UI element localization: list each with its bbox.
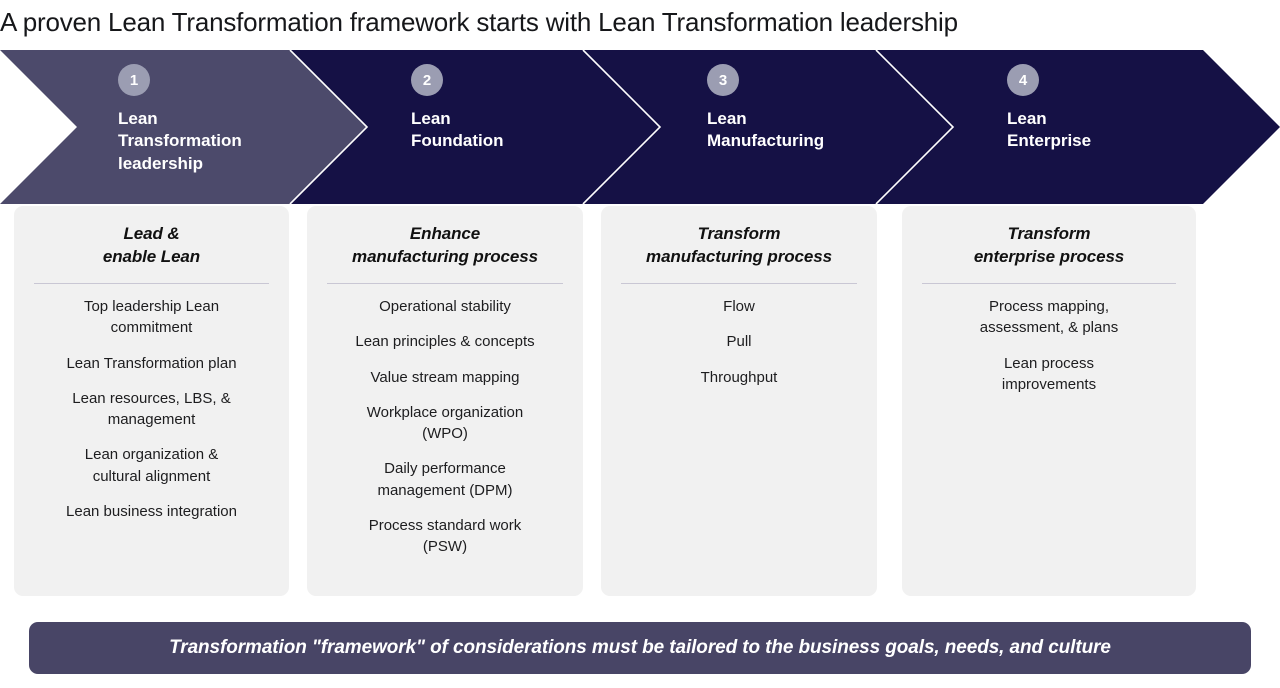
- card-item: Top leadership Lean commitment: [83, 297, 220, 337]
- card-divider-2: [327, 282, 563, 284]
- card-item: Throughput: [700, 368, 778, 386]
- card-item: Process mapping, assessment, & plans: [979, 297, 1119, 337]
- card-item: Lean principles & concepts: [355, 333, 535, 351]
- card-items-4: Process mapping, assessment, & plans Lea…: [914, 296, 1184, 395]
- stage-card-3[interactable]: Transform manufacturing process Flow Pul…: [601, 206, 877, 596]
- stage-badge-3: 3: [707, 64, 739, 96]
- card-item: Lean Transformation plan: [66, 354, 237, 372]
- card-items-1: Top leadership Lean commitment Lean Tran…: [26, 296, 277, 522]
- page-title: A proven Lean Transformation framework s…: [0, 6, 958, 37]
- card-heading-1: Lead & enable Lean: [102, 224, 201, 267]
- stage-badge-1: 1: [118, 64, 150, 96]
- chevron-divider-3: [875, 50, 955, 204]
- card-item: Flow: [723, 297, 755, 315]
- stage-name-4: Lean Enterprise: [1007, 109, 1092, 151]
- card-divider-1: [34, 282, 269, 284]
- footer-callout-banner: Transformation "framework" of considerat…: [29, 622, 1251, 674]
- card-item: Lean organization & cultural alignment: [84, 446, 219, 485]
- stage-badge-2: 2: [411, 64, 443, 96]
- card-divider-3: [621, 282, 857, 284]
- card-divider-4: [922, 282, 1176, 284]
- card-heading-4: Transform enterprise process: [973, 224, 1125, 267]
- stage-name-3: Lean Manufacturing: [707, 109, 825, 151]
- stage-name-1: Lean Transformation leadership: [118, 109, 242, 173]
- card-item: Lean process improvements: [1001, 354, 1097, 393]
- card-item: Daily performance management (DPM): [377, 460, 513, 499]
- card-heading-2: Enhance manufacturing process: [352, 224, 538, 267]
- card-item: Lean resources, LBS, & management: [72, 389, 231, 429]
- card-item: Workplace organization (WPO): [366, 403, 524, 443]
- card-heading-3: Transform manufacturing process: [646, 224, 832, 267]
- card-item: Pull: [726, 333, 752, 351]
- stage-name-2: Lean Foundation: [411, 109, 504, 151]
- stage-chevron-banner: 1 Lean Transformation leadership 2 Lean …: [0, 50, 1280, 204]
- footer-callout-text: Transformation "framework" of considerat…: [169, 637, 1111, 658]
- card-item: Lean business integration: [66, 502, 237, 520]
- card-item: Operational stability: [379, 297, 511, 315]
- chevron-stage-1[interactable]: [0, 50, 367, 204]
- card-item: Value stream mapping: [370, 368, 520, 386]
- stage-card-4[interactable]: Transform enterprise process Process map…: [902, 206, 1196, 596]
- chevron-divider-1: [289, 50, 369, 204]
- card-items-2: Operational stability Lean principles & …: [319, 296, 571, 558]
- stage-card-2[interactable]: Enhance manufacturing process Operationa…: [307, 206, 583, 596]
- card-item: Process standard work (PSW): [368, 516, 522, 556]
- chevron-divider-2: [582, 50, 662, 204]
- stage-card-1[interactable]: Lead & enable Lean Top leadership Lean c…: [14, 206, 289, 596]
- stage-badge-4: 4: [1007, 64, 1039, 96]
- card-items-3: Flow Pull Throughput: [613, 296, 865, 388]
